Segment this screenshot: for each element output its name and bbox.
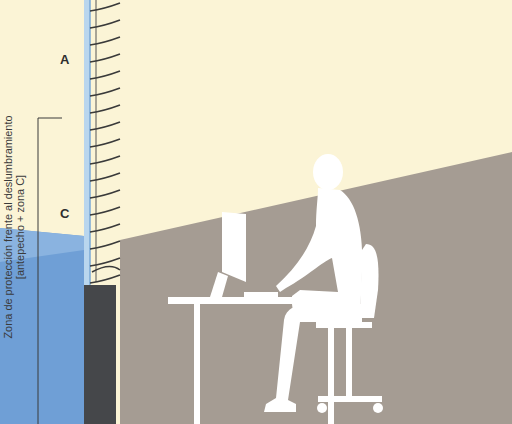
blind-slat	[90, 224, 120, 232]
blind-slats	[90, 3, 120, 283]
blind-slat	[90, 88, 120, 96]
zone-caption: Zona de protección frente al deslumbrami…	[2, 32, 14, 422]
chair-base	[318, 396, 382, 402]
blind-slat	[90, 207, 120, 215]
blind-slat	[90, 37, 120, 45]
chair-wheel	[317, 403, 327, 413]
keyboard	[244, 292, 278, 297]
blind-slat	[90, 3, 120, 11]
blind-slat	[90, 275, 120, 283]
blind-slat	[90, 156, 120, 164]
head	[313, 154, 343, 190]
legs	[264, 304, 362, 412]
blind-slat	[90, 20, 120, 28]
blind-slat	[90, 241, 120, 249]
window-glass	[84, 0, 90, 285]
blind-cord	[96, 0, 97, 282]
chair-seat	[316, 322, 372, 328]
blind-slat	[90, 258, 120, 266]
torso-arm	[276, 188, 362, 318]
blind-slat	[90, 139, 120, 147]
chair-post	[346, 328, 352, 396]
zone-bracket-tick	[38, 118, 62, 119]
monitor-stand	[210, 272, 228, 297]
blind-slat	[90, 54, 120, 62]
chair-wheel	[373, 403, 383, 413]
zone-letter: A	[60, 52, 69, 67]
blind-slat	[90, 190, 120, 198]
room-wall	[120, 152, 512, 424]
zone-bracket	[38, 118, 39, 424]
blind-bottom-rail	[92, 266, 120, 272]
blind-slat	[90, 122, 120, 130]
blind-slat	[90, 71, 120, 79]
zone-letter: C	[60, 206, 69, 221]
zone-caption: [antepecho + zona C]	[14, 32, 26, 422]
vertical-caption: Zona de protección frente al deslumbrami…	[2, 32, 26, 422]
blind-slat	[90, 105, 120, 113]
blind-slat	[90, 173, 120, 181]
office-worker	[168, 154, 383, 424]
parapet	[84, 285, 116, 424]
monitor	[222, 212, 246, 282]
window-frame	[89, 0, 91, 285]
desk-leg	[194, 304, 200, 424]
chair-back	[360, 244, 379, 318]
